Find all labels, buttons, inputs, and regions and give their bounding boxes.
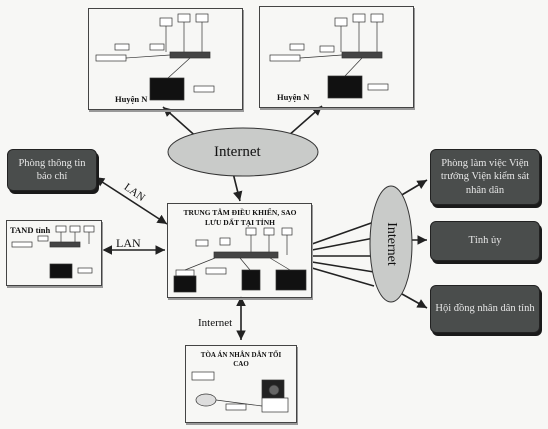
device-box-icon	[191, 371, 215, 381]
device-box-icon	[225, 403, 247, 411]
supreme-court-devices	[191, 371, 289, 413]
district-2-devices	[269, 13, 389, 99]
district-panel-1	[88, 8, 243, 110]
link-target-1	[399, 179, 428, 197]
internet-cloud-right	[369, 185, 413, 303]
fan-2	[311, 237, 375, 251]
device-box-icon	[367, 83, 389, 91]
internet-right-label: Internet	[384, 222, 399, 266]
province-court-panel	[6, 220, 102, 286]
device-box-icon	[114, 43, 130, 51]
server-icon	[213, 251, 279, 259]
device-box-icon	[205, 267, 227, 275]
link-target-3	[401, 293, 428, 309]
district-2-label: Huyện N	[277, 92, 310, 102]
fan-1	[311, 221, 375, 245]
link-district-2	[287, 105, 323, 137]
center-title: TRUNG TÂM ĐIỀU KHIỂN, SAO LƯU DẤT TẠI TỈ…	[183, 208, 297, 228]
provincial-party-committee-box: Tỉnh ủy	[430, 221, 540, 261]
district-panel-2	[259, 6, 414, 108]
district-1-label: Huyện N	[115, 94, 148, 104]
switch-icon	[195, 239, 209, 247]
monitor-icon	[49, 263, 73, 279]
switch-icon	[149, 43, 165, 51]
switch-icon	[37, 235, 49, 242]
link-press-office	[94, 177, 168, 225]
device-box-icon	[193, 85, 215, 93]
supreme-court-panel	[185, 345, 297, 423]
center-devices	[173, 227, 307, 293]
device-box-icon	[77, 267, 93, 274]
fan-4	[311, 261, 375, 273]
device-box-icon	[289, 43, 305, 51]
switch-icon	[319, 45, 335, 53]
internet-cloud-top	[167, 127, 319, 177]
router-icon	[11, 241, 33, 248]
lan-lower-label: LAN	[116, 236, 141, 250]
internet-down-label: Internet	[198, 317, 233, 329]
server-icon	[49, 241, 81, 248]
device-box-icon	[219, 237, 231, 246]
press-office-box: Phòng thông tin báo chí	[7, 149, 97, 191]
province-court-devices	[11, 225, 95, 279]
workstation-icon	[173, 275, 197, 293]
procuracy-office-box: Phòng làm việc Viện trưởng Viện kiểm sát…	[430, 149, 540, 205]
provincial-council-box: Hội đồng nhân dân tỉnh	[430, 285, 540, 333]
internet-top-label: Internet	[214, 144, 261, 160]
monitor-icon	[149, 77, 185, 101]
monitor-icon	[275, 269, 307, 291]
supreme-court-label: TÒA ÁN NHÂN DÂN TỐI CAO	[200, 351, 282, 369]
district-1-devices	[95, 13, 215, 101]
province-court-label: TAND tỉnh	[10, 225, 51, 235]
fan-5	[311, 267, 375, 287]
workstation-icon	[241, 269, 261, 291]
control-center-panel	[167, 203, 312, 298]
connectors	[94, 105, 428, 340]
link-cloud-center	[232, 172, 243, 202]
